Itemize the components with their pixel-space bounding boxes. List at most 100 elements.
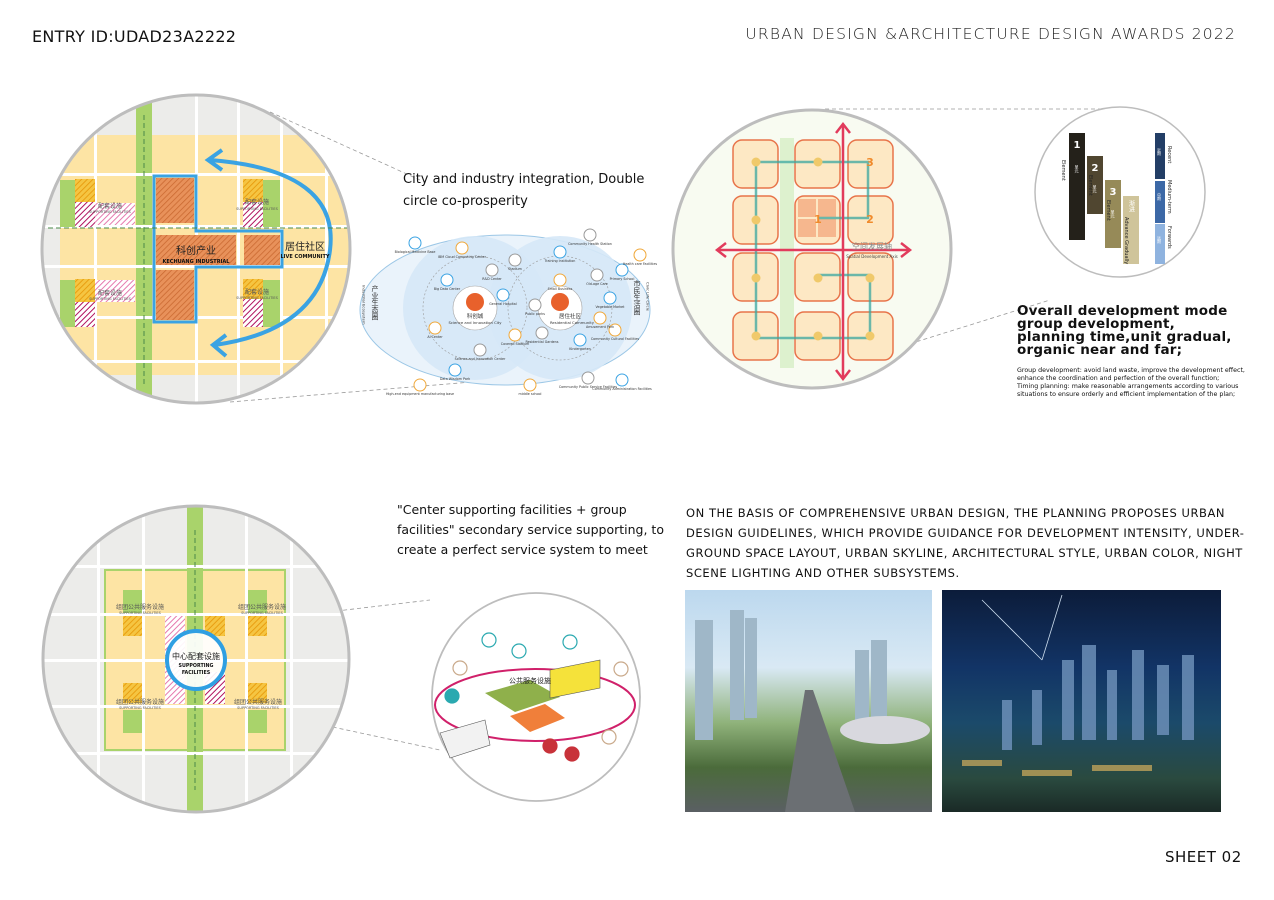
diagram-node-icon — [633, 248, 647, 262]
phase-2-label: 2 — [866, 213, 874, 226]
diagram-node-label: Science and Innovation Center — [455, 357, 506, 361]
group-en-label: SUPPORTING FACILITIES — [119, 706, 161, 710]
phasing-legend: 1 2 3 单元 单元 单元 渐进 Element Element Elemen… — [1034, 106, 1206, 278]
group-en-label: SUPPORTING FACILITIES — [119, 611, 161, 615]
service-icons — [444, 632, 629, 762]
fac-cn-label: 配套设施 — [245, 198, 269, 206]
diagram-node-icon — [615, 263, 629, 277]
diagram-node-label: Community Public Service Facilities — [559, 385, 618, 389]
section2-text: Overall development mode group developme… — [1017, 303, 1247, 399]
diagram-node-icon — [603, 291, 617, 305]
diagram-node-label: Vegetable Market — [596, 305, 626, 309]
bar-1-en: Element — [1060, 160, 1066, 181]
diagram-node-icon — [615, 373, 629, 387]
phasing-grid-diagram: 1 2 3 空间发展轴 Spatial Development Axis — [671, 108, 953, 390]
group-cn-label: 组团公共服务设施 — [116, 698, 164, 706]
center-en-label-2: FACILITIES — [182, 670, 211, 676]
axis-cn-label: 空间发展轴 — [852, 241, 892, 251]
diagram-node-icon — [448, 363, 462, 377]
sheet-number: SHEET 02 — [1165, 848, 1242, 866]
diagram-node-label: Public parks — [525, 312, 545, 316]
left-ring-cn: 产业生态圈 — [371, 284, 379, 321]
section2-body-2: Timing planning: make reasonable arrange… — [1017, 383, 1239, 398]
diagram-node-label: Biological Medicine Base — [395, 250, 436, 254]
double-circle-diagram: 科创城 Science and Innovation City 居住社区 Res… — [359, 228, 657, 396]
diagram-node-label: Data Wisdom Park — [440, 377, 470, 381]
bar-2-cn: 单元 — [1093, 184, 1098, 194]
bar-4-cn: 渐进 — [1128, 199, 1135, 213]
fac-cn-label: 配套设施 — [98, 202, 122, 210]
section4-text: ON THE BASIS OF COMPREHENSIVE URBAN DESI… — [686, 506, 1245, 580]
diagram-node-label: General Hospital — [489, 302, 517, 306]
entry-id: ENTRY ID:UDAD23A2222 — [32, 27, 237, 46]
right-ring-cn: 市民生活圈 — [633, 279, 641, 316]
term-medium-cn: 中期 — [1156, 192, 1162, 201]
fac-en-label: SUPPORTING FACILITIES — [89, 297, 131, 301]
diagram-node-label: High-end equipment manufacturing base — [386, 392, 454, 396]
phase-1-label: 1 — [814, 213, 822, 226]
unit-node — [751, 273, 761, 283]
diagram-node-icon — [593, 311, 607, 325]
fac-cn-label: 配套设施 — [98, 289, 122, 297]
core-cn-label: 科创产业 — [176, 244, 216, 257]
diagram-node-label: Kindergarten — [569, 347, 590, 351]
section2-heading: Overall development mode group developme… — [1017, 303, 1232, 358]
diagram-node-label: Community Cultural Facilities — [591, 337, 640, 341]
supporting-facilities-map: 中心配套设施 SUPPORTING FACILITIES 组团公共服务设施 SU… — [44, 507, 348, 811]
diagram-node-icon — [408, 236, 422, 250]
live-cn-label: 居住社区 — [285, 240, 325, 253]
diagram-node-icon — [496, 288, 510, 302]
diagram-node-label: Health care Facilities — [623, 262, 657, 266]
diagram-node-icon — [553, 245, 567, 259]
diagram-node-icon — [473, 343, 487, 357]
group-cn-label: 组团公共服务设施 — [234, 698, 282, 706]
diagram-node-icon — [508, 328, 522, 342]
diagram-node-icon — [528, 298, 542, 312]
award-title: URBAN DESIGN &ARCHITECTURE DESIGN AWARDS… — [745, 25, 1236, 43]
industry-community-map: 科创产业 KECHUANG INDUSTRIAL 居住社区 LIVE COMMU… — [43, 96, 349, 402]
unit-node — [751, 157, 761, 167]
fac-en-label: SUPPORTING FACILITIES — [236, 296, 278, 300]
group-cn-label: 组团公共服务设施 — [116, 603, 164, 611]
term-medium-en: Medium-term — [1166, 180, 1172, 214]
diagram-node-icon — [553, 273, 567, 287]
term-recent-en: Recent — [1166, 146, 1172, 163]
unit-node — [813, 157, 823, 167]
diagram-node-label: Stadium — [508, 267, 522, 271]
unit-node — [865, 331, 875, 341]
axis-en-label: Spatial Development Axis — [846, 254, 898, 259]
diagram-node-label: Big Data Center — [434, 287, 461, 291]
term-forwards-cn: 远期 — [1156, 235, 1162, 244]
diagram-node-icon — [440, 273, 454, 287]
diagram-node-icon — [508, 253, 522, 267]
diagram-node-label: AI Center — [427, 335, 443, 339]
bar-3-cn: 单元 — [1111, 209, 1116, 219]
unit-node — [813, 273, 823, 283]
diagram-node-icon — [485, 263, 499, 277]
section2-body-1: Group development: avoid land waste, imp… — [1017, 367, 1245, 382]
bar-2-number: 2 — [1092, 163, 1099, 174]
diagram-node-label: Community Administration Facilities — [592, 387, 652, 391]
right-ring-en: Civic Life Circle — [646, 282, 651, 312]
section1-heading: City and industry integration, Double ci… — [403, 172, 645, 209]
diagram-node-icon — [428, 321, 442, 335]
phase-3-label: 3 — [866, 156, 874, 169]
right-center-en: Residential Community — [550, 320, 595, 325]
diagram-node-label: Small Business — [548, 287, 573, 291]
diagram-node-label: Amusement Park — [586, 325, 614, 329]
group-cn-label: 组团公共服务设施 — [238, 603, 286, 611]
bar-2-en: Element — [1087, 175, 1093, 196]
unit-node — [751, 215, 761, 225]
section3-heading: "Center supporting facilities + group fa… — [397, 502, 664, 557]
diagram-node-label: Primary School — [610, 277, 635, 281]
bar-1-cn: 单元 — [1075, 164, 1080, 174]
left-ring-en: Industrial Ecosystem — [362, 285, 367, 325]
diagram-node-label: Community Health Station — [568, 242, 612, 246]
diagram-node-icon — [413, 378, 427, 392]
diagram-node-label: middle school — [519, 392, 542, 396]
right-center-cn: 居住社区 — [559, 312, 582, 320]
diagram-node-label: Old-age Care — [586, 282, 608, 286]
bar-3-en: Element — [1105, 200, 1111, 221]
planning-unit — [847, 195, 894, 245]
